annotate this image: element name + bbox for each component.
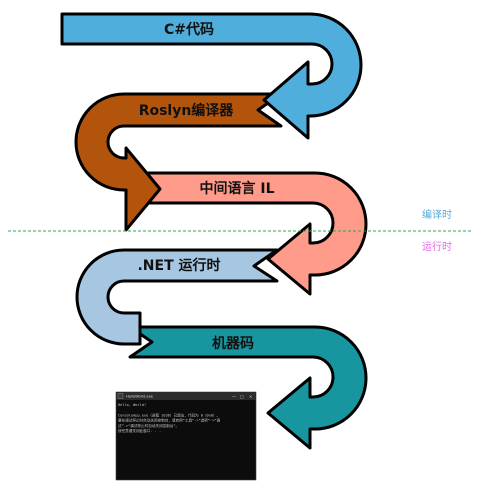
console-title-bar xyxy=(116,392,256,400)
stage-label-il: 中间语言 IL xyxy=(199,180,274,197)
stage-dotnet-runtime-arrow xyxy=(75,248,279,346)
minimize-icon[interactable]: — xyxy=(232,394,236,399)
console-line: 按任意键关闭此窗口. . . xyxy=(118,428,161,433)
console-line: 要在调试停止时自动关闭控制台，请启用“工具”->“选项”->“调 xyxy=(118,418,221,423)
console-window: HelloWorld.exe — □ × Hello, World! Consol… xyxy=(115,391,257,481)
stage-label-machine-code: 机器码 xyxy=(212,335,254,352)
stage-il-arrow xyxy=(128,171,368,296)
console-line: ConsoleApp.exe（进程 1036）已退出，代码为 0（0x0）。 xyxy=(118,412,220,417)
console-title: HelloWorld.exe xyxy=(126,395,154,399)
compile-time-label: 编译时 xyxy=(422,208,452,221)
close-icon[interactable]: × xyxy=(249,394,252,399)
stage-csharp-code-arrow xyxy=(60,12,363,140)
stage-label-roslyn: Roslyn编译器 xyxy=(139,102,235,119)
stage-machine-code-arrow xyxy=(128,325,368,450)
stage-roslyn-arrow xyxy=(74,92,283,232)
stage-label-csharp: C#代码 xyxy=(164,21,214,38)
console-output: Hello, World! ConsoleApp.exe（进程 1036）已退出，… xyxy=(118,403,221,433)
console-line: Hello, World! xyxy=(118,403,146,407)
maximize-icon[interactable]: □ xyxy=(240,394,244,399)
console-app-icon xyxy=(117,393,124,399)
console-line: 试”->“调试停止时自动关闭控制台”。 xyxy=(118,423,179,428)
stage-label-dotnet-runtime: .NET 运行时 xyxy=(137,257,220,274)
runtime-label: 运行时 xyxy=(422,240,452,253)
